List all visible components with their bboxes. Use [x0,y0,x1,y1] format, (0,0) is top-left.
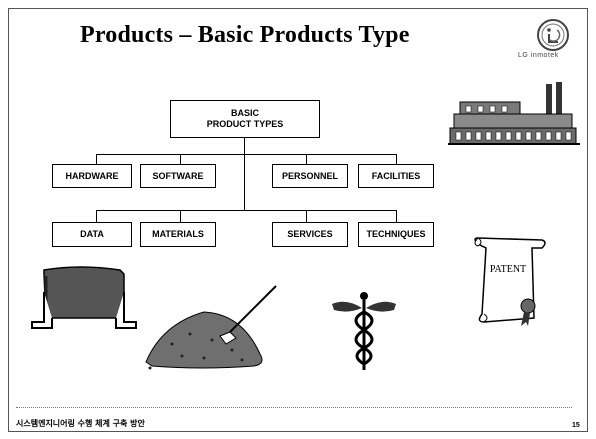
facilities-box: FACILITIES [358,164,434,188]
slide-title: Products – Basic Products Type [80,22,410,48]
root-label-line2: PRODUCT TYPES [206,119,284,129]
factory-illustration [448,82,580,145]
data-box: DATA [52,222,132,247]
caduceus-illustration [332,292,396,370]
personnel-box: PERSONNEL [272,164,348,188]
software-box: SOFTWARE [140,164,216,188]
connector-software [180,154,181,164]
connector-row2-bus [96,210,396,211]
connector-row1-bus [96,154,396,155]
connector-root-down [244,138,245,210]
services-box: SERVICES [272,222,348,247]
connector-techniques [396,210,397,222]
hardware-box: HARDWARE [52,164,132,188]
connector-materials [180,210,181,222]
materials-box: MATERIALS [140,222,216,247]
materials-pile-illustration [145,285,277,370]
root-label-line1: BASIC [230,108,259,118]
slide [8,8,588,432]
page-number: 15 [572,422,580,429]
connector-facilities [396,154,397,164]
logo-text: LG inmotek [518,52,559,59]
patent-label: PATENT [490,264,526,275]
connector-personnel [306,154,307,164]
root-box: BASIC PRODUCT TYPES [170,100,320,138]
footer-rule [16,407,572,408]
connector-data [96,210,97,222]
connector-services [306,210,307,222]
hardware-bracket-illustration [31,266,137,329]
techniques-box: TECHNIQUES [358,222,434,247]
patent-scroll-illustration: PATENT [474,237,546,326]
lg-logo-icon [537,19,569,51]
footer-text: 시스템엔지니어링 수행 체계 구축 방안 [16,419,145,428]
connector-hardware [96,154,97,164]
